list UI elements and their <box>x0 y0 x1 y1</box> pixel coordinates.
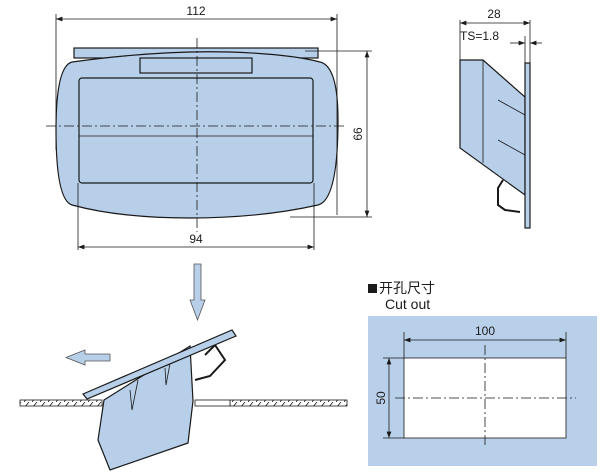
handle-lid <box>82 329 237 400</box>
side-view: 28 TS=1.8 <box>459 7 542 229</box>
bullet-square <box>368 284 377 293</box>
dim-100: 100 <box>475 324 495 338</box>
panel-left <box>19 399 103 407</box>
cutout-title-cn: 开孔尺寸 <box>379 280 435 296</box>
dim-50: 50 <box>374 391 388 405</box>
dim-66: 66 <box>351 127 365 141</box>
install-view <box>19 263 348 471</box>
side-plate <box>524 62 531 229</box>
dim-ts: TS=1.8 <box>460 29 499 43</box>
dim-94: 94 <box>189 232 203 246</box>
handle-body-tilted <box>97 344 194 471</box>
dim-28: 28 <box>487 7 501 21</box>
cutout-view: 开孔尺寸 Cut out 100 50 <box>368 280 597 466</box>
side-body <box>459 59 526 197</box>
cutout-title-en: Cut out <box>385 296 430 312</box>
panel-right <box>229 399 348 407</box>
front-view: 112 66 94 <box>46 4 372 250</box>
dim-112: 112 <box>186 4 205 18</box>
inner-window <box>78 77 314 184</box>
grip-tab <box>139 57 253 74</box>
arrow-left-icon <box>64 349 111 366</box>
arrow-down-icon <box>189 263 206 322</box>
